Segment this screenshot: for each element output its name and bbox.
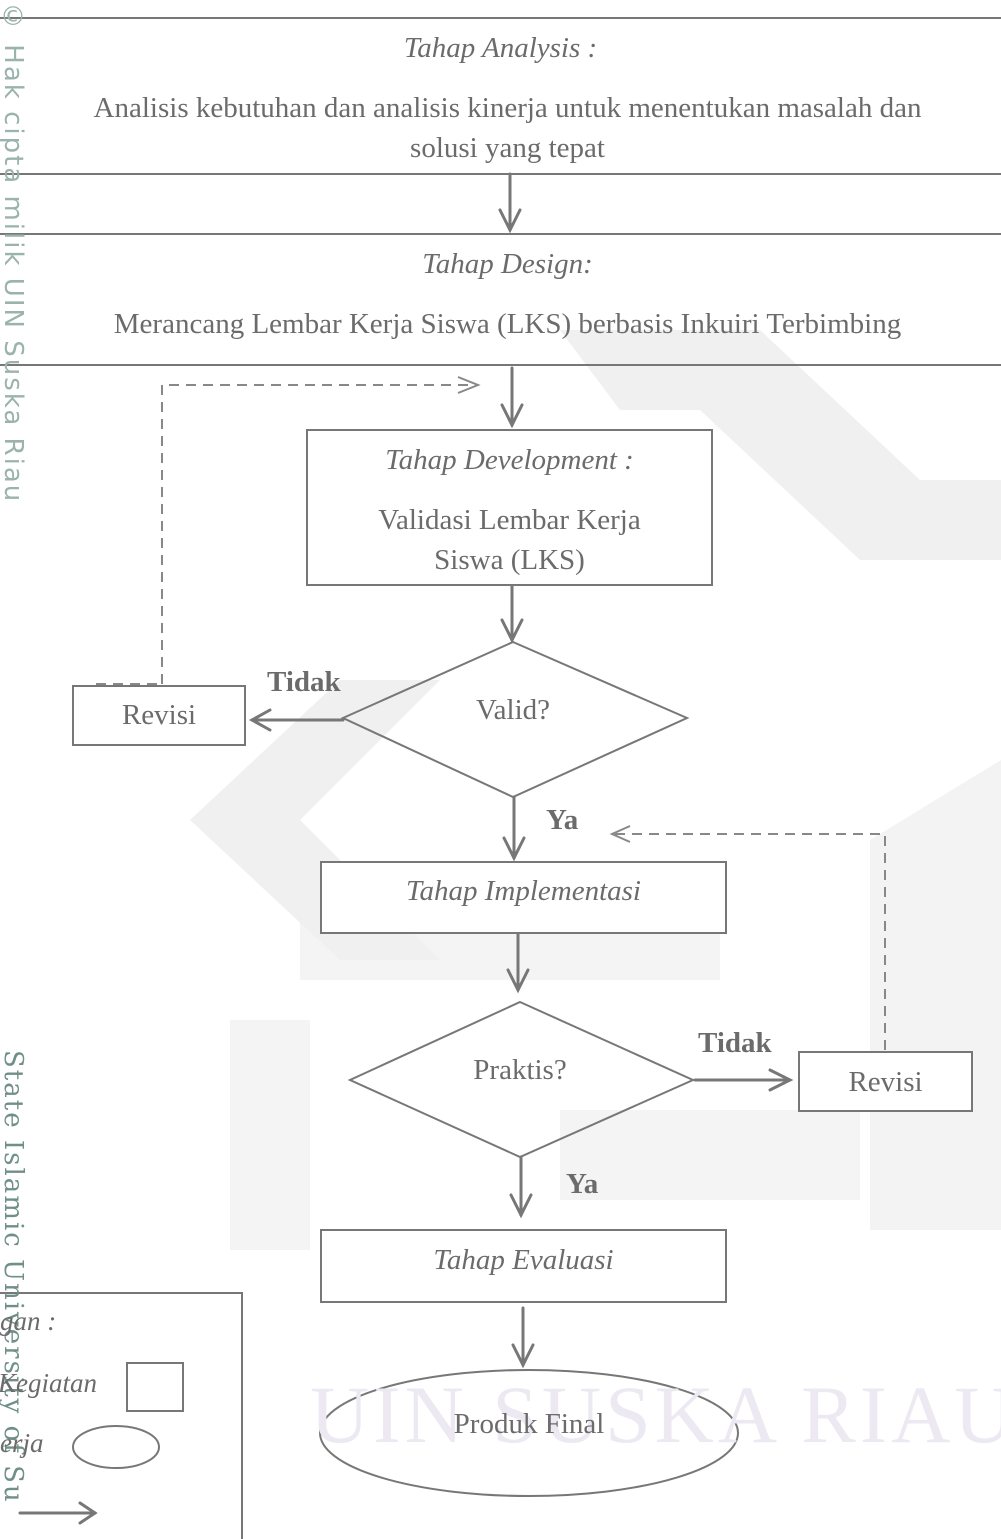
praktis-yes-label: Ya: [566, 1168, 599, 1200]
revisi-2-label: Revisi: [848, 1066, 923, 1098]
praktis-label: Praktis?: [473, 1054, 567, 1086]
final-label: Produk Final: [453, 1408, 605, 1440]
valid-diamond: [340, 640, 690, 799]
watermark-vertical-top: © Hak cipta milik UIN Suska Riau: [0, 2, 28, 504]
arrow-implementasi-praktis: [506, 931, 530, 994]
feedback-revisi-implementasi: [609, 825, 886, 1050]
design-band: [0, 233, 1001, 366]
arrow-analysis-design: [498, 172, 522, 234]
evaluasi-title: Tahap Evaluasi: [433, 1244, 614, 1276]
valid-no-label: Tidak: [267, 666, 341, 698]
legend-ellipse-icon: [72, 1425, 160, 1469]
final-ellipse: [319, 1369, 739, 1497]
praktis-no-label: Tidak: [698, 1027, 772, 1059]
arrow-praktis-revisi: [693, 1068, 794, 1092]
arrow-evaluasi-final: [511, 1306, 535, 1369]
legend-rect-icon: [126, 1362, 184, 1412]
arrow-praktis-evaluasi: [509, 1155, 533, 1219]
design-text: Merancang Lembar Kerja Siswa (LKS) berba…: [113, 308, 902, 340]
arrow-development-valid: [500, 583, 524, 644]
watermark-vertical-bottom: State Islamic University of Su: [0, 1050, 28, 1504]
legend-kegiatan: Kegiatan: [0, 1368, 97, 1398]
analysis-line-2: solusi yang tepat: [410, 132, 605, 164]
revisi-box-2: [798, 1051, 973, 1112]
analysis-line-1: Analisis kebutuhan dan analisis kinerja …: [93, 92, 922, 124]
development-line-2: Siswa (LKS): [434, 544, 585, 576]
praktis-diamond: [347, 1000, 696, 1159]
revisi-box-1: [72, 685, 246, 746]
legend: [0, 1292, 243, 1539]
implementasi-box: [320, 861, 727, 934]
arrow-design-development: [500, 366, 524, 429]
arrow-valid-revisi: [248, 708, 345, 732]
analysis-title: Tahap Analysis :: [403, 32, 598, 64]
valid-yes-label: Ya: [546, 804, 579, 836]
background-emblem: [190, 330, 1001, 1250]
revisi-1-label: Revisi: [121, 699, 197, 731]
legend-arrow: [18, 1501, 98, 1525]
development-box: [306, 429, 713, 586]
valid-label: Valid?: [475, 694, 551, 726]
evaluasi-box: [320, 1229, 727, 1303]
arrow-valid-implementasi: [502, 795, 526, 862]
implementasi-title: Tahap Implementasi: [406, 875, 641, 907]
watermark-banner: UIN SUSKA RIAU: [310, 1369, 1001, 1460]
feedback-revisi-development: [161, 376, 481, 684]
design-title: Tahap Design:: [422, 248, 593, 280]
development-line-1: Validasi Lembar Kerja: [378, 504, 641, 536]
legend-kerja: erja: [0, 1428, 44, 1458]
legend-title: gan :: [0, 1306, 57, 1336]
analysis-band: [0, 17, 1001, 175]
development-title: Tahap Development :: [385, 444, 634, 476]
